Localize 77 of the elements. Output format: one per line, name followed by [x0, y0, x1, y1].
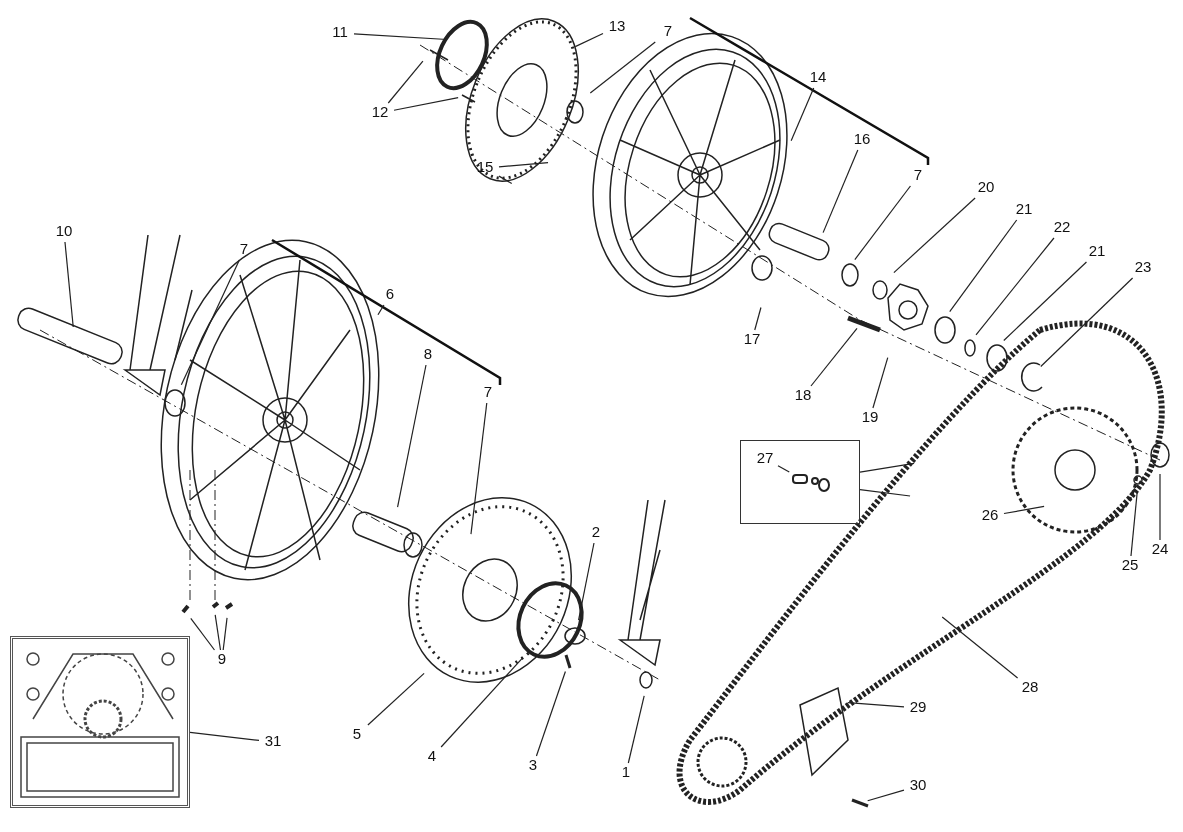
leader-line: [1159, 473, 1161, 541]
leader-line: [867, 789, 905, 802]
leader-line: [393, 96, 459, 111]
leader-line: [577, 542, 595, 621]
leader-line: [1040, 277, 1134, 368]
leader-line: [498, 175, 513, 185]
callout-number: 3: [519, 756, 547, 776]
callout-number: 22: [1048, 218, 1076, 238]
leader-line: [893, 197, 976, 274]
detail-inset-frame: [740, 440, 860, 524]
callout-number: 30: [904, 776, 932, 796]
callout-number: 21: [1083, 242, 1111, 262]
leader-line: [854, 185, 912, 261]
leader-line: [975, 237, 1055, 336]
callout-number: 2: [582, 523, 610, 543]
callout-number: 10: [50, 222, 78, 242]
leader-line: [941, 616, 1019, 679]
leader-line: [1003, 505, 1045, 515]
callout-number: 17: [738, 330, 766, 350]
leader-line: [214, 614, 222, 651]
leader-line: [872, 357, 889, 409]
connector-line: [859, 489, 911, 497]
leader-line: [440, 657, 524, 748]
callout-number: 28: [1016, 678, 1044, 698]
callout-number: 23: [1129, 258, 1157, 278]
sprocket-cover-inset-drawing: [10, 636, 190, 808]
callout-number: 8: [414, 345, 442, 365]
leader-line: [222, 617, 228, 651]
leader-line: [377, 304, 385, 316]
callout-number: 20: [972, 178, 1000, 198]
leader-line: [367, 672, 425, 726]
callout-number: 13: [603, 17, 631, 37]
callout-number: 7: [474, 383, 502, 403]
leader-line: [589, 41, 656, 94]
leader-line: [64, 241, 74, 328]
callout-number: 29: [904, 698, 932, 718]
leader-line: [847, 702, 905, 708]
leader-line: [189, 731, 260, 741]
callout-number: 7: [654, 22, 682, 42]
callout-number: 19: [856, 408, 884, 428]
callout-number: 6: [376, 285, 404, 305]
callout-number: 25: [1116, 556, 1144, 576]
leader-line: [777, 465, 790, 473]
callout-number: 21: [1010, 200, 1038, 220]
callout-number: 27: [751, 449, 779, 469]
callout-number: 4: [418, 747, 446, 767]
callout-number: 15: [471, 158, 499, 178]
callout-number: 9: [208, 650, 236, 670]
leader-line: [180, 259, 240, 386]
callout-number: 18: [789, 386, 817, 406]
leader-line: [627, 695, 645, 764]
leader-line: [949, 219, 1018, 313]
callout-number: 31: [259, 732, 287, 752]
leader-line: [810, 327, 858, 387]
leader-line: [190, 617, 216, 651]
callout-number: 24: [1146, 540, 1174, 560]
leader-line: [1130, 491, 1138, 557]
connector-line: [859, 462, 915, 473]
leader-line: [470, 402, 488, 535]
leader-line: [754, 306, 762, 331]
leader-line: [535, 670, 566, 757]
leader-line: [574, 32, 604, 48]
callout-number: 5: [343, 725, 371, 745]
callout-number: 7: [904, 166, 932, 186]
leader-line: [396, 364, 427, 508]
callout-number: 11: [326, 23, 354, 43]
callout-number: 14: [804, 68, 832, 88]
callout-number: 26: [976, 506, 1004, 526]
leader-line: [498, 162, 549, 168]
callout-number: 7: [230, 240, 258, 260]
leader-line: [1003, 261, 1088, 342]
callout-number: 12: [366, 103, 394, 123]
callout-number: 1: [612, 763, 640, 783]
leader-line: [387, 60, 424, 104]
callout-number: 16: [848, 130, 876, 150]
leader-line: [822, 149, 859, 234]
leader-line: [790, 87, 815, 142]
